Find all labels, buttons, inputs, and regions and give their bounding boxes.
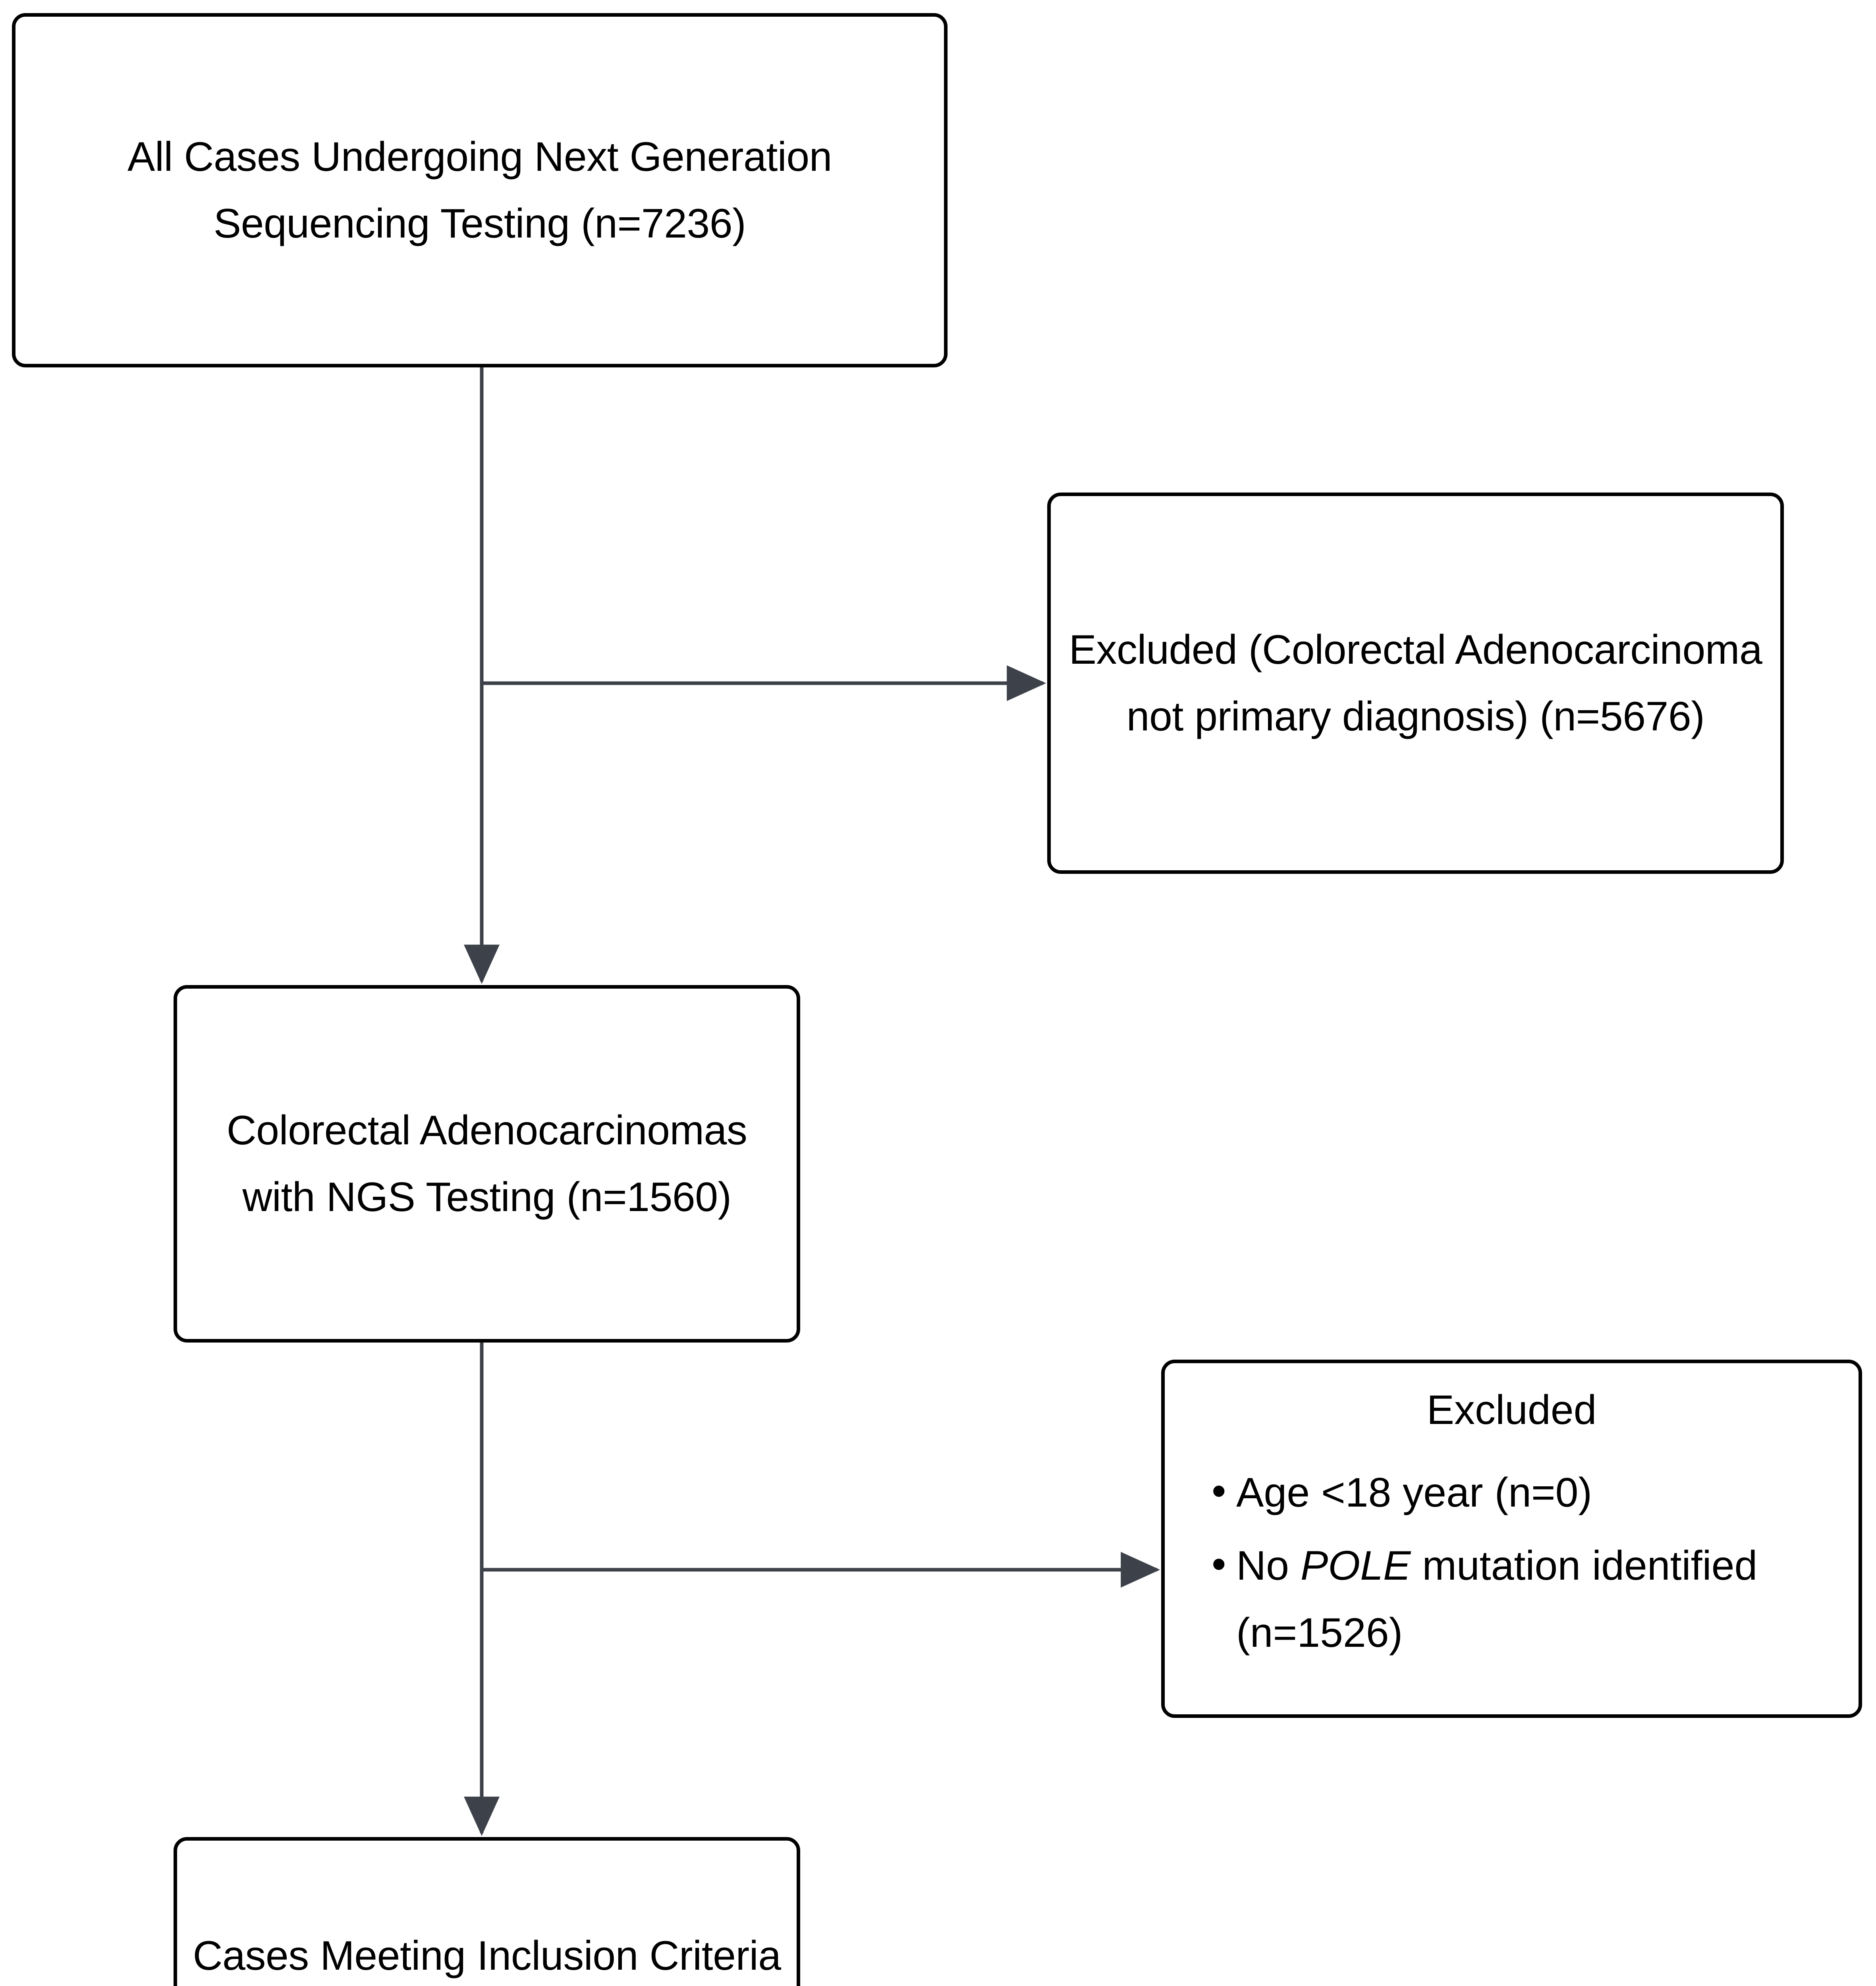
node-excluded-not-primary-diagnosis: Excluded (Colorectal Adenocarcinoma not … xyxy=(1047,493,1784,874)
list-item: No POLE mutation identified (n=1526) xyxy=(1212,1531,1835,1666)
excluded-2-bullet-list: Age <18 year (n=0) No POLE mutation iden… xyxy=(1189,1458,1835,1673)
node-crc-ngs-label: Colorectal Adenocarcinomas with NGS Test… xyxy=(226,1107,747,1220)
bullet-prefix: Age <18 year (n=0) xyxy=(1236,1470,1592,1516)
node-excluded-age-and-no-pole-mutation: Excluded Age <18 year (n=0) No POLE muta… xyxy=(1161,1360,1862,1718)
node-inclusion-label: Cases Meeting Inclusion Criteria (n=34) xyxy=(193,1932,781,1979)
node-all-cases-label: All Cases Undergoing Next Generation Seq… xyxy=(127,133,832,247)
node-all-cases-undergoing-ngs: All Cases Undergoing Next Generation Seq… xyxy=(12,13,948,367)
node-excluded-2-heading: Excluded xyxy=(1426,1387,1597,1433)
node-excluded-1-label: Excluded (Colorectal Adenocarcinoma not … xyxy=(1069,626,1762,740)
list-item: Age <18 year (n=0) xyxy=(1212,1458,1835,1526)
bullet-gene-name: POLE xyxy=(1300,1543,1411,1589)
node-colorectal-adenocarcinomas-with-ngs: Colorectal Adenocarcinomas with NGS Test… xyxy=(174,985,800,1343)
node-cases-meeting-inclusion-criteria: Cases Meeting Inclusion Criteria (n=34) xyxy=(174,1837,800,1986)
bullet-suffix: mutation identified (n=1526) xyxy=(1236,1543,1758,1656)
bullet-prefix: No xyxy=(1236,1543,1301,1589)
